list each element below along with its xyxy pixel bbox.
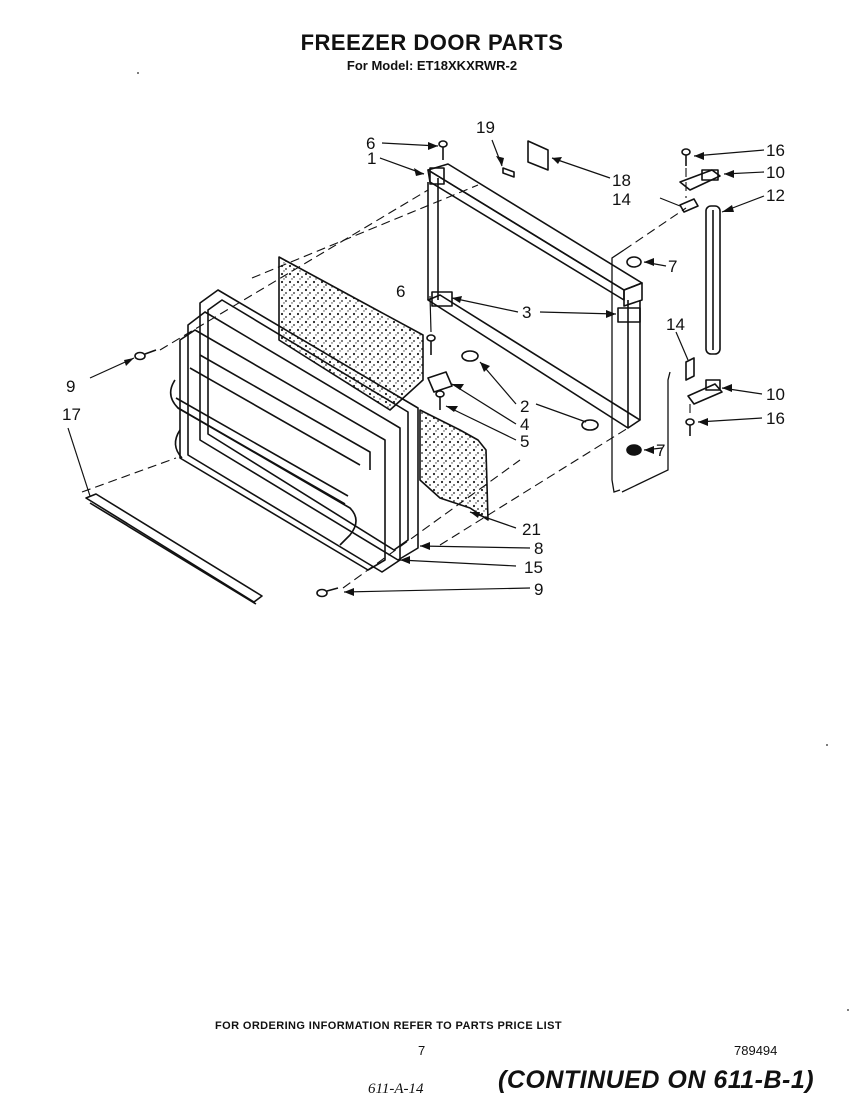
door-liner: [169, 329, 386, 571]
bracket-part-4: [427, 371, 453, 393]
plate-part-18: [527, 140, 549, 171]
callout-6-top: 6: [366, 134, 375, 153]
leader-arrowheads: [124, 142, 734, 596]
callout-1: 1: [367, 149, 376, 168]
callout-8: 8: [534, 539, 543, 558]
callout-3: 3: [522, 303, 531, 322]
callout-21: 21: [522, 520, 541, 539]
callout-18: 18: [612, 171, 631, 190]
callout-15: 15: [524, 558, 543, 577]
bracket-part-3: [431, 291, 641, 323]
page-number: 7: [418, 1043, 426, 1058]
callout-14-side: 14: [666, 315, 685, 334]
screw-part-5: [435, 390, 445, 410]
handle-part-12: [705, 205, 721, 355]
callout-14-top: 14: [612, 190, 631, 209]
screw-part-16-bottom: [685, 418, 695, 436]
pivot-part-2-right: [581, 419, 599, 431]
callout-4: 4: [520, 415, 529, 434]
callout-9-bottom: 9: [534, 580, 543, 599]
handle-mount-part-10-top: [679, 169, 721, 191]
callout-19: 19: [476, 118, 495, 137]
document-number: 789494: [734, 1043, 778, 1058]
gasket-part-8: [199, 289, 419, 561]
screw-part-9-left: [134, 349, 157, 361]
continued-note: (CONTINUED ON 611-B-1): [498, 1066, 815, 1094]
right-support-lines: [611, 249, 671, 493]
callout-9-left: 9: [66, 377, 75, 396]
strip-part-19: [502, 167, 515, 178]
callout-7-top: 7: [668, 257, 677, 276]
handwritten-reference: 611-A-14: [368, 1081, 424, 1097]
screw-part-9-bottom: [316, 587, 339, 598]
ordering-note: FOR ORDERING INFORMATION REFER TO PARTS …: [215, 1020, 562, 1032]
callout-16-bottom: 16: [766, 409, 785, 428]
callout-6-middle: 6: [396, 282, 405, 301]
handle-mount-part-10-bottom: [687, 379, 723, 405]
plug-part-7-bottom: [626, 444, 642, 456]
assembly-lines: [81, 168, 691, 589]
callout-16-top: 16: [766, 141, 785, 160]
screw-part-6-middle: [426, 334, 436, 355]
pivot-part-2-left: [461, 350, 479, 362]
scan-specks: [137, 72, 849, 1011]
callout-7-bottom: 7: [656, 441, 665, 460]
model-subtitle: For Model: ET18XKXRWR-2: [346, 58, 518, 73]
shelf-rail-part-17: [85, 493, 263, 605]
callout-10-bottom: 10: [766, 385, 785, 404]
callout-10-top: 10: [766, 163, 785, 182]
callout-5: 5: [520, 432, 529, 451]
callout-labels: 6 1 19 18 14 16 10 12 7 6 3 14 9 10 2 17…: [62, 118, 785, 599]
callout-2: 2: [520, 397, 529, 416]
page-title: FREEZER DOOR PARTS: [300, 30, 564, 55]
callout-17: 17: [62, 405, 81, 424]
callout-12: 12: [766, 186, 785, 205]
plug-part-7-top: [626, 256, 642, 268]
spacer-part-14-side: [685, 357, 695, 381]
screw-part-6-top: [438, 140, 448, 160]
screw-part-16-top: [681, 148, 691, 166]
